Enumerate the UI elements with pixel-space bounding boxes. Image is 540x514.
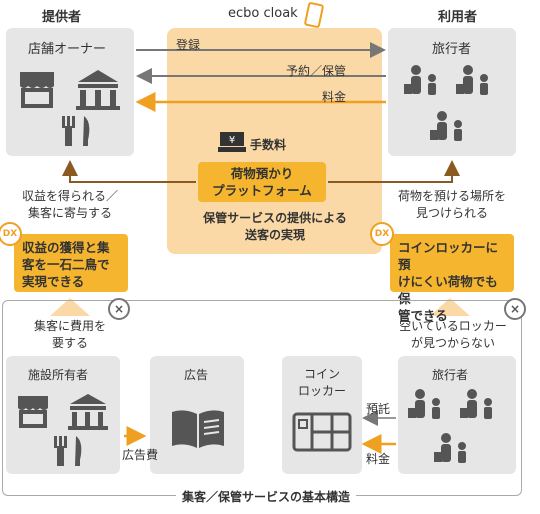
smartphone-icon: [304, 2, 324, 28]
locker-fee-label: 料金: [366, 452, 391, 466]
ecbo-cloak-panel: [167, 28, 382, 254]
right-dx-box: コインロッカーに預 けにくい荷物でも保 管できる: [390, 234, 514, 323]
deposit-label: 預託: [366, 402, 391, 416]
traveler-icon: [408, 389, 492, 463]
traveler-icon: [404, 65, 488, 141]
diagram-caption: 集客／保管サービスの基本構造: [176, 488, 357, 505]
store-owner-label: 店舗オーナー: [28, 42, 107, 57]
locker-icon: [292, 412, 352, 452]
ad-box: 広告: [150, 356, 244, 474]
book-icon: [172, 410, 224, 448]
ad-fee-label: 広告費: [122, 448, 159, 462]
right-benefit: 荷物を預ける場所を 見つけられる: [397, 189, 506, 220]
left-benefit: 収益を得られる／ 集客に寄与する: [21, 189, 118, 220]
commission-label: 手数料: [250, 138, 287, 152]
traveler-bottom-box: 旅行者: [398, 356, 516, 474]
platform-box: 荷物預かり プラットフォーム: [198, 162, 326, 202]
coin-locker-box: コイン ロッカー: [282, 356, 362, 474]
left-problem: 集客に費用を 要する: [33, 319, 106, 350]
traveler-box: 旅行者: [388, 28, 516, 156]
facility-owner-label: 施設所有者: [28, 368, 89, 382]
store-icon: [18, 394, 108, 466]
right-dx-badge: DX: [370, 222, 394, 246]
left-dx-badge: DX: [0, 222, 22, 246]
reserve-label: 予約／保管: [286, 64, 347, 78]
traveler-label: 旅行者: [432, 42, 472, 57]
provider-header: 提供者: [42, 10, 82, 25]
left-close-icon: ×: [108, 298, 130, 320]
coin-locker-label: コイン ロッカー: [297, 367, 346, 398]
right-close-icon: ×: [504, 298, 526, 320]
left-dx-box: 収益の獲得と集 客を一石二鳥で 実現できる: [14, 234, 128, 292]
user-header: 利用者: [438, 10, 478, 25]
right-problem: 空いているロッカー が見つからない: [399, 319, 507, 350]
store-icon: [20, 70, 120, 146]
svg-text:¥: ¥: [229, 135, 235, 146]
fee-label-arrow: 料金: [322, 90, 347, 104]
center-header: ecbo cloak: [228, 6, 298, 21]
facility-owner-box: 施設所有者: [6, 356, 120, 474]
service-label: 保管サービスの提供による 送客の実現: [203, 211, 347, 242]
traveler-bottom-label: 旅行者: [432, 368, 469, 382]
yen-register-icon: ¥: [218, 132, 246, 152]
ad-label: 広告: [184, 368, 209, 382]
store-owner-box: 店舗オーナー: [6, 28, 134, 156]
register-label: 登録: [176, 38, 201, 52]
